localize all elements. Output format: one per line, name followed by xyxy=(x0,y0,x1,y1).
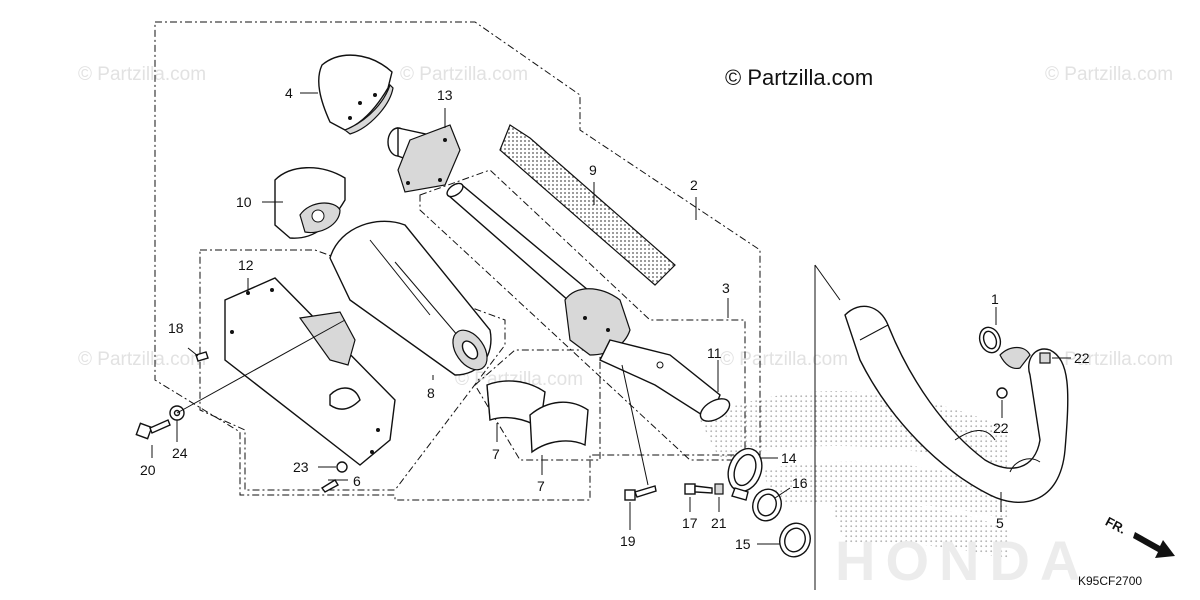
gasket-15-part xyxy=(779,522,811,558)
callout-5: 5 xyxy=(996,515,1004,531)
callout-7a: 7 xyxy=(492,446,500,462)
muffler-body-part xyxy=(446,182,631,356)
callout-1: 1 xyxy=(991,291,999,307)
callout-22b: 22 xyxy=(993,420,1009,436)
callout-13: 13 xyxy=(437,87,453,103)
partzilla-brand: © Partzilla.com xyxy=(725,65,873,90)
arrow-right-icon xyxy=(1133,532,1175,558)
callout-11: 11 xyxy=(707,345,722,361)
callout-24: 24 xyxy=(172,445,188,461)
exhaust-header-part xyxy=(844,305,1069,503)
fr-label: FR. xyxy=(1103,514,1129,537)
watermark-1: © Partzilla.com xyxy=(78,64,206,85)
front-direction-indicator: FR. xyxy=(1103,514,1175,558)
honda-logo-text: HONDA xyxy=(835,529,1090,592)
side-cover-part xyxy=(224,277,396,466)
callout-22a: 22 xyxy=(1074,350,1090,366)
muffler-assembly-outline xyxy=(154,21,761,501)
nut-21-part xyxy=(714,483,724,495)
muffler-packing-part xyxy=(329,220,492,376)
gasket-1-part xyxy=(978,326,1002,354)
end-cap-part xyxy=(318,54,394,135)
watermark-2: © Partzilla.com xyxy=(400,64,528,85)
link-pipe-part xyxy=(599,339,731,422)
leader-lines xyxy=(151,92,1071,545)
nut-22-part xyxy=(1039,352,1051,364)
gasket-16-part xyxy=(752,488,782,522)
callout-7b: 7 xyxy=(537,478,545,494)
watermark-6: © Partzilla.com xyxy=(720,349,848,370)
callout-17: 17 xyxy=(682,515,698,531)
bolt-17-part xyxy=(684,483,713,495)
watermark-4: © Partzilla.com xyxy=(78,349,206,370)
packing-cone-part xyxy=(274,167,346,239)
watermark-7: © Partzilla.com xyxy=(1045,349,1173,370)
washer-23-part xyxy=(336,461,348,473)
callout-20: 20 xyxy=(140,462,156,478)
callout-19: 19 xyxy=(620,533,636,549)
callout-8: 8 xyxy=(427,385,435,401)
callout-4: 4 xyxy=(285,85,293,101)
callout-18: 18 xyxy=(168,320,184,336)
callout-23: 23 xyxy=(293,459,309,475)
callout-21: 21 xyxy=(711,515,727,531)
callout-9: 9 xyxy=(589,162,597,178)
tail-pipe-group-outline xyxy=(419,169,746,461)
bolt-18-part xyxy=(195,351,209,362)
packing-shell-part-b xyxy=(529,401,589,454)
callout-10: 10 xyxy=(236,194,252,210)
callout-3: 3 xyxy=(722,280,730,296)
callout-14: 14 xyxy=(781,450,797,466)
clamp-14-part xyxy=(727,447,763,501)
inner-tube-part xyxy=(387,124,461,193)
callout-16: 16 xyxy=(792,475,808,491)
callout-6: 6 xyxy=(353,473,361,489)
bolt-19-part xyxy=(624,485,657,501)
diagram-code: K95CF2700 xyxy=(1078,574,1142,588)
packing-sheet-part xyxy=(499,124,676,286)
callout-12: 12 xyxy=(238,257,254,273)
callout-15: 15 xyxy=(735,536,751,552)
watermark-3: © Partzilla.com xyxy=(1045,64,1173,85)
bolt-20-part xyxy=(135,419,171,440)
screw-6-part xyxy=(320,479,339,493)
callout-2: 2 xyxy=(690,177,698,193)
